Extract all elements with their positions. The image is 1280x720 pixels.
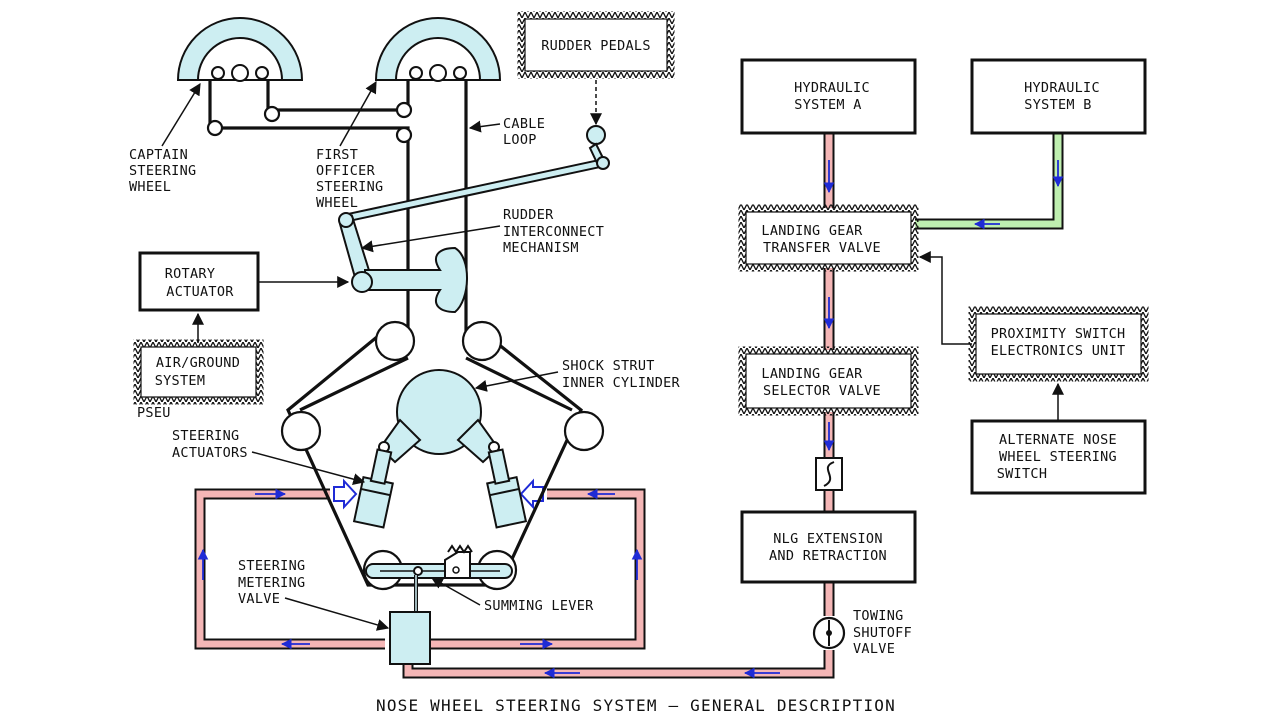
rudder-ic-label-3: MECHANISM xyxy=(503,240,579,256)
rudder-interconnect-linkage xyxy=(338,125,610,314)
fo-label-1: FIRST xyxy=(316,147,358,163)
captain-label-2: STEERING xyxy=(129,163,196,179)
steering-actuators xyxy=(352,448,528,529)
lgtv-label-2: TRANSFER VALVE xyxy=(763,240,881,256)
summing-lever xyxy=(365,544,513,612)
flow-arrows xyxy=(197,160,1064,679)
tow-label-3: VALVE xyxy=(853,641,895,657)
rudder-pedals-label: RUDDER PEDALS xyxy=(541,38,651,54)
tow-label-1: TOWING xyxy=(853,608,904,624)
smv-label-3: VALVE xyxy=(238,591,280,607)
steer-act-label-1: STEERING xyxy=(172,428,239,444)
rudder-pedals-block: RUDDER PEDALS xyxy=(517,11,675,79)
rudder-ic-label-2: INTERCONNECT xyxy=(503,224,604,240)
hyd-b-label-1: HYDRAULIC xyxy=(1024,80,1100,96)
cable-loop-label-1: CABLE xyxy=(503,116,545,132)
rotary-label-1: ROTARY xyxy=(165,266,216,282)
shock-strut-inner-cylinder xyxy=(378,369,500,464)
airground-label-2: SYSTEM xyxy=(155,373,206,389)
lgtv-label-1: LANDING GEAR xyxy=(761,223,863,239)
first-officer-steering-wheel xyxy=(374,17,502,82)
landing-gear-selector-valve-block: LANDING GEAR SELECTOR VALVE xyxy=(738,346,919,416)
restrictor-symbol xyxy=(815,457,843,491)
landing-gear-transfer-valve-block: LANDING GEAR TRANSFER VALVE xyxy=(738,204,919,272)
summing-label: SUMMING LEVER xyxy=(484,598,594,614)
steering-metering-valve xyxy=(389,611,431,665)
lgsv-label-1: LANDING GEAR xyxy=(761,366,863,382)
smv-label-1: STEERING xyxy=(238,558,305,574)
fo-label-3: STEERING xyxy=(316,179,383,195)
rudder-ic-label-1: RUDDER xyxy=(503,207,554,223)
fo-label-4: WHEEL xyxy=(316,195,358,211)
airground-label-1: AIR/GROUND xyxy=(156,355,240,371)
steer-act-label-2: ACTUATORS xyxy=(172,445,248,461)
hyd-b-label-2: SYSTEM B xyxy=(1024,97,1091,113)
fo-label-2: OFFICER xyxy=(316,163,376,179)
diagram-title: NOSE WHEEL STEERING SYSTEM – GENERAL DES… xyxy=(376,696,896,715)
prox-label-2: ELECTRONICS UNIT xyxy=(991,343,1126,359)
towing-shutoff-valve xyxy=(812,616,846,650)
hydraulic-system-a-block: HYDRAULIC SYSTEM A xyxy=(740,58,917,135)
hydraulic-lines xyxy=(194,133,1064,679)
hydraulic-system-b-block: HYDRAULIC SYSTEM B xyxy=(970,58,1147,135)
prox-label-1: PROXIMITY SWITCH xyxy=(991,326,1126,342)
pulleys xyxy=(206,101,605,591)
shock-label-1: SHOCK STRUT xyxy=(562,358,655,374)
tow-label-2: SHUTOFF xyxy=(853,625,912,641)
alt-label-3: SWITCH xyxy=(997,466,1048,482)
hyd-a-label-1: HYDRAULIC xyxy=(794,80,870,96)
nlg-extension-retraction-block: NLG EXTENSION AND RETRACTION xyxy=(740,510,917,584)
alt-label-1: ALTERNATE NOSE xyxy=(999,432,1117,448)
smv-label-2: METERING xyxy=(238,575,305,591)
cable-loop-label-2: LOOP xyxy=(503,132,537,148)
shock-label-2: INNER CYLINDER xyxy=(562,375,681,391)
nlg-label-2: AND RETRACTION xyxy=(769,548,887,564)
rotary-actuator-block: ROTARY ACTUATOR xyxy=(138,251,260,312)
alt-label-2: WHEEL STEERING xyxy=(999,449,1117,465)
alternate-nose-wheel-steering-switch-block: ALTERNATE NOSE WHEEL STEERING SWITCH xyxy=(970,419,1147,495)
lgsv-label-2: SELECTOR VALVE xyxy=(763,383,881,399)
callouts: CAPTAIN STEERING WHEEL FIRST OFFICER STE… xyxy=(129,80,912,657)
nlg-label-1: NLG EXTENSION xyxy=(773,531,883,547)
rotary-label-2: ACTUATOR xyxy=(166,284,234,300)
hyd-a-label-2: SYSTEM A xyxy=(794,97,861,113)
proximity-switch-electronics-unit-block: PROXIMITY SWITCH ELECTRONICS UNIT xyxy=(968,306,1149,382)
air-ground-system-block: AIR/GROUND SYSTEM xyxy=(133,339,264,405)
captain-label-1: CAPTAIN xyxy=(129,147,188,163)
captain-steering-wheel xyxy=(176,17,304,82)
captain-label-3: WHEEL xyxy=(129,179,171,195)
pseu-label: PSEU xyxy=(137,405,171,421)
